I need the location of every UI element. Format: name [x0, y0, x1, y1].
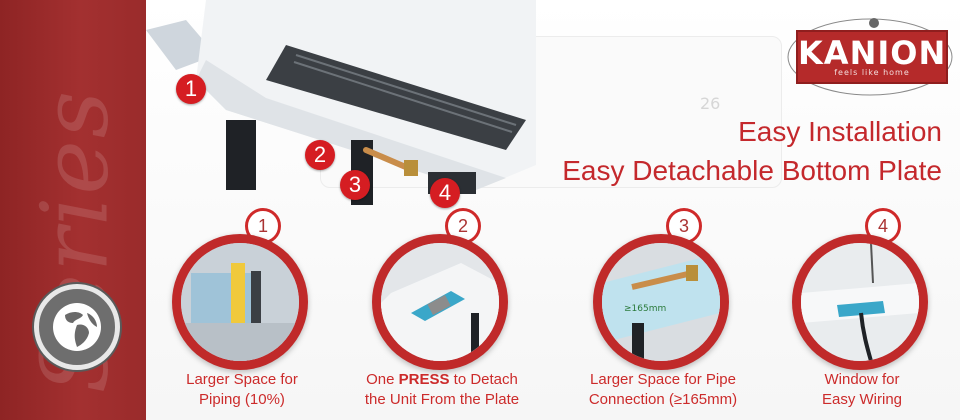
- feature-image-pipe-connection: ≥165mm: [593, 234, 729, 370]
- brand-name: KANION: [798, 34, 947, 72]
- headline-line-2: Easy Detachable Bottom Plate: [562, 155, 942, 186]
- brand-logo: KANION feels like home: [786, 14, 954, 100]
- feature-image-wiring-window: [792, 234, 928, 370]
- feature-label-post: to Detach: [449, 371, 518, 388]
- pipe-dimension-label: ≥165mm: [624, 304, 666, 314]
- feature-label-line-1: Window for: [824, 371, 900, 388]
- feature-label: One PRESS to Detach the Unit From the Pl…: [342, 370, 542, 410]
- logo-box: KANION feels like home: [796, 30, 948, 84]
- unit-display-number: 26: [700, 94, 721, 113]
- feature-label-line-2: the Unit From the Plate: [364, 391, 520, 408]
- feature-label-line-2: Easy Wiring: [821, 391, 903, 408]
- side-band: Series: [0, 0, 146, 420]
- feature-label-bold: PRESS: [398, 371, 450, 388]
- feature-label-pre: One: [366, 371, 399, 388]
- feature-label-line-1: Larger Space for: [186, 371, 298, 388]
- feature-label: Larger Space for Piping (10%): [142, 370, 342, 410]
- feature-label: Window for Easy Wiring: [762, 370, 960, 410]
- feature-label-line-2: Piping (10%): [199, 391, 285, 408]
- globe-icon: [34, 284, 120, 370]
- callout-3: 3: [340, 170, 370, 200]
- headline-line-1: Easy Installation: [738, 116, 942, 147]
- callout-2: 2: [305, 140, 335, 170]
- feature-image-press: [372, 234, 508, 370]
- feature-4: 4 Window for Easy Wiring: [762, 208, 960, 420]
- feature-label-line-2: Connection (≥165mm): [588, 391, 738, 408]
- feature-image-piping: [172, 234, 308, 370]
- feature-3: 3 ≥165mm Larger Space for Pipe Connectio…: [563, 208, 763, 420]
- feature-label-line-1: Larger Space for Pipe: [590, 371, 736, 388]
- callout-1: 1: [176, 74, 206, 104]
- feature-label: Larger Space for Pipe Connection (≥165mm…: [563, 370, 763, 410]
- feature-1: 1 Larger Space for Piping (10%): [142, 208, 342, 420]
- feature-2: 2 One PRESS to Detach the Unit From the …: [342, 208, 542, 420]
- callout-4: 4: [430, 178, 460, 208]
- ac-unit-illustration: [146, 0, 536, 205]
- brand-tagline: feels like home: [834, 68, 910, 77]
